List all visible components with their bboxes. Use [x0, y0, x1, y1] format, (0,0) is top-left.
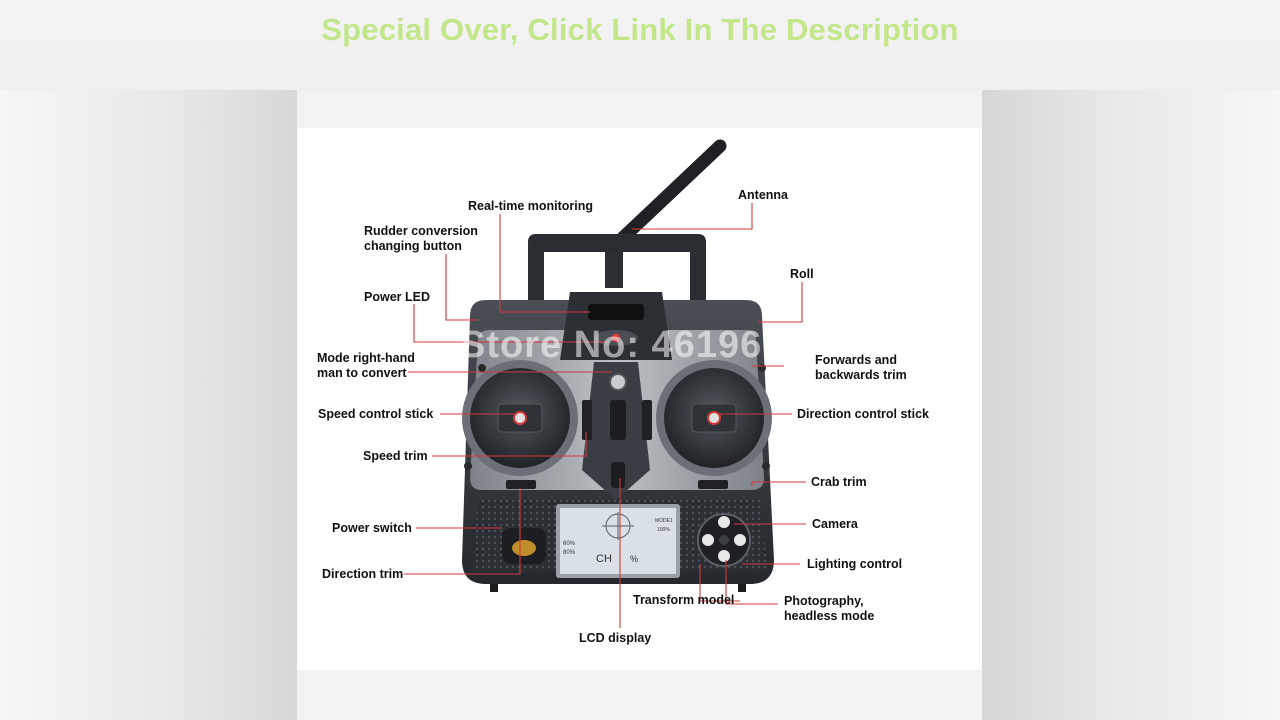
- label-speed-control-stick: Speed control stick: [318, 407, 434, 421]
- label-direction-control-stick: Direction control stick: [797, 407, 929, 421]
- label-forwards-line1: Forwards and: [815, 353, 897, 367]
- label-power-switch: Power switch: [332, 521, 412, 535]
- background-left: [0, 0, 297, 720]
- function-button-cluster: [697, 513, 751, 567]
- label-photography-line1: Photography,: [784, 594, 864, 608]
- label-mode-line1: Mode right-hand: [317, 351, 415, 365]
- carry-handle: [528, 234, 706, 300]
- label-lighting-control: Lighting control: [807, 557, 903, 571]
- label-mode-right-hand: Mode right-hand man to convert: [317, 351, 415, 381]
- lcd-right-top: MODE1: [655, 518, 673, 524]
- label-transform-model: Transform model: [633, 593, 735, 607]
- label-forwards-backwards-trim: Forwards and backwards trim: [815, 353, 907, 383]
- label-roll: Roll: [790, 267, 814, 281]
- label-camera: Camera: [812, 517, 858, 531]
- lcd-left-top: 60%: [563, 541, 576, 547]
- top-band: [0, 0, 1280, 90]
- lcd-percent: %: [630, 554, 638, 564]
- label-crab-trim: Crab trim: [811, 475, 867, 489]
- label-rudder-line1: Rudder conversion: [364, 224, 478, 238]
- speed-control-stick-knob: [513, 411, 527, 425]
- store-watermark: Store No: 461967: [460, 324, 785, 366]
- speed-trim-tab: [582, 400, 592, 440]
- label-forwards-line2: backwards trim: [815, 368, 907, 382]
- label-rudder-conversion: Rudder conversion changing button: [364, 224, 478, 254]
- power-led-light: [611, 333, 621, 343]
- label-mode-line2: man to convert: [317, 366, 407, 380]
- label-antenna: Antenna: [738, 188, 788, 202]
- label-direction-trim: Direction trim: [322, 567, 404, 581]
- left-gimbal: [462, 360, 578, 476]
- right-gimbal: [656, 360, 772, 476]
- leader-lines: [404, 203, 806, 628]
- lcd-left-bottom: 80%: [563, 550, 576, 556]
- direction-control-stick-knob: [707, 411, 721, 425]
- label-power-led: Power LED: [364, 290, 430, 304]
- background-right: [982, 0, 1280, 720]
- label-rudder-line2: changing button: [364, 239, 462, 253]
- label-speed-trim: Speed trim: [363, 449, 428, 463]
- real-time-monitor-screen: [588, 304, 644, 320]
- crab-trim-tab: [698, 480, 728, 489]
- headline-link-text[interactable]: Special Over, Click Link In The Descript…: [321, 12, 959, 47]
- lcd-right-mid: 100%: [657, 527, 670, 533]
- mode-switch-knob: [609, 373, 627, 391]
- direction-trim-tab: [506, 480, 536, 489]
- forwards-trim-tab: [642, 400, 652, 440]
- label-photography-headless: Photography, headless mode: [784, 594, 874, 624]
- label-lcd-display: LCD display: [579, 631, 652, 645]
- center-switch: [610, 400, 626, 440]
- label-real-time-monitoring: Real-time monitoring: [468, 199, 594, 213]
- label-photography-line2: headless mode: [784, 609, 875, 623]
- lcd-ch: CH: [596, 553, 612, 565]
